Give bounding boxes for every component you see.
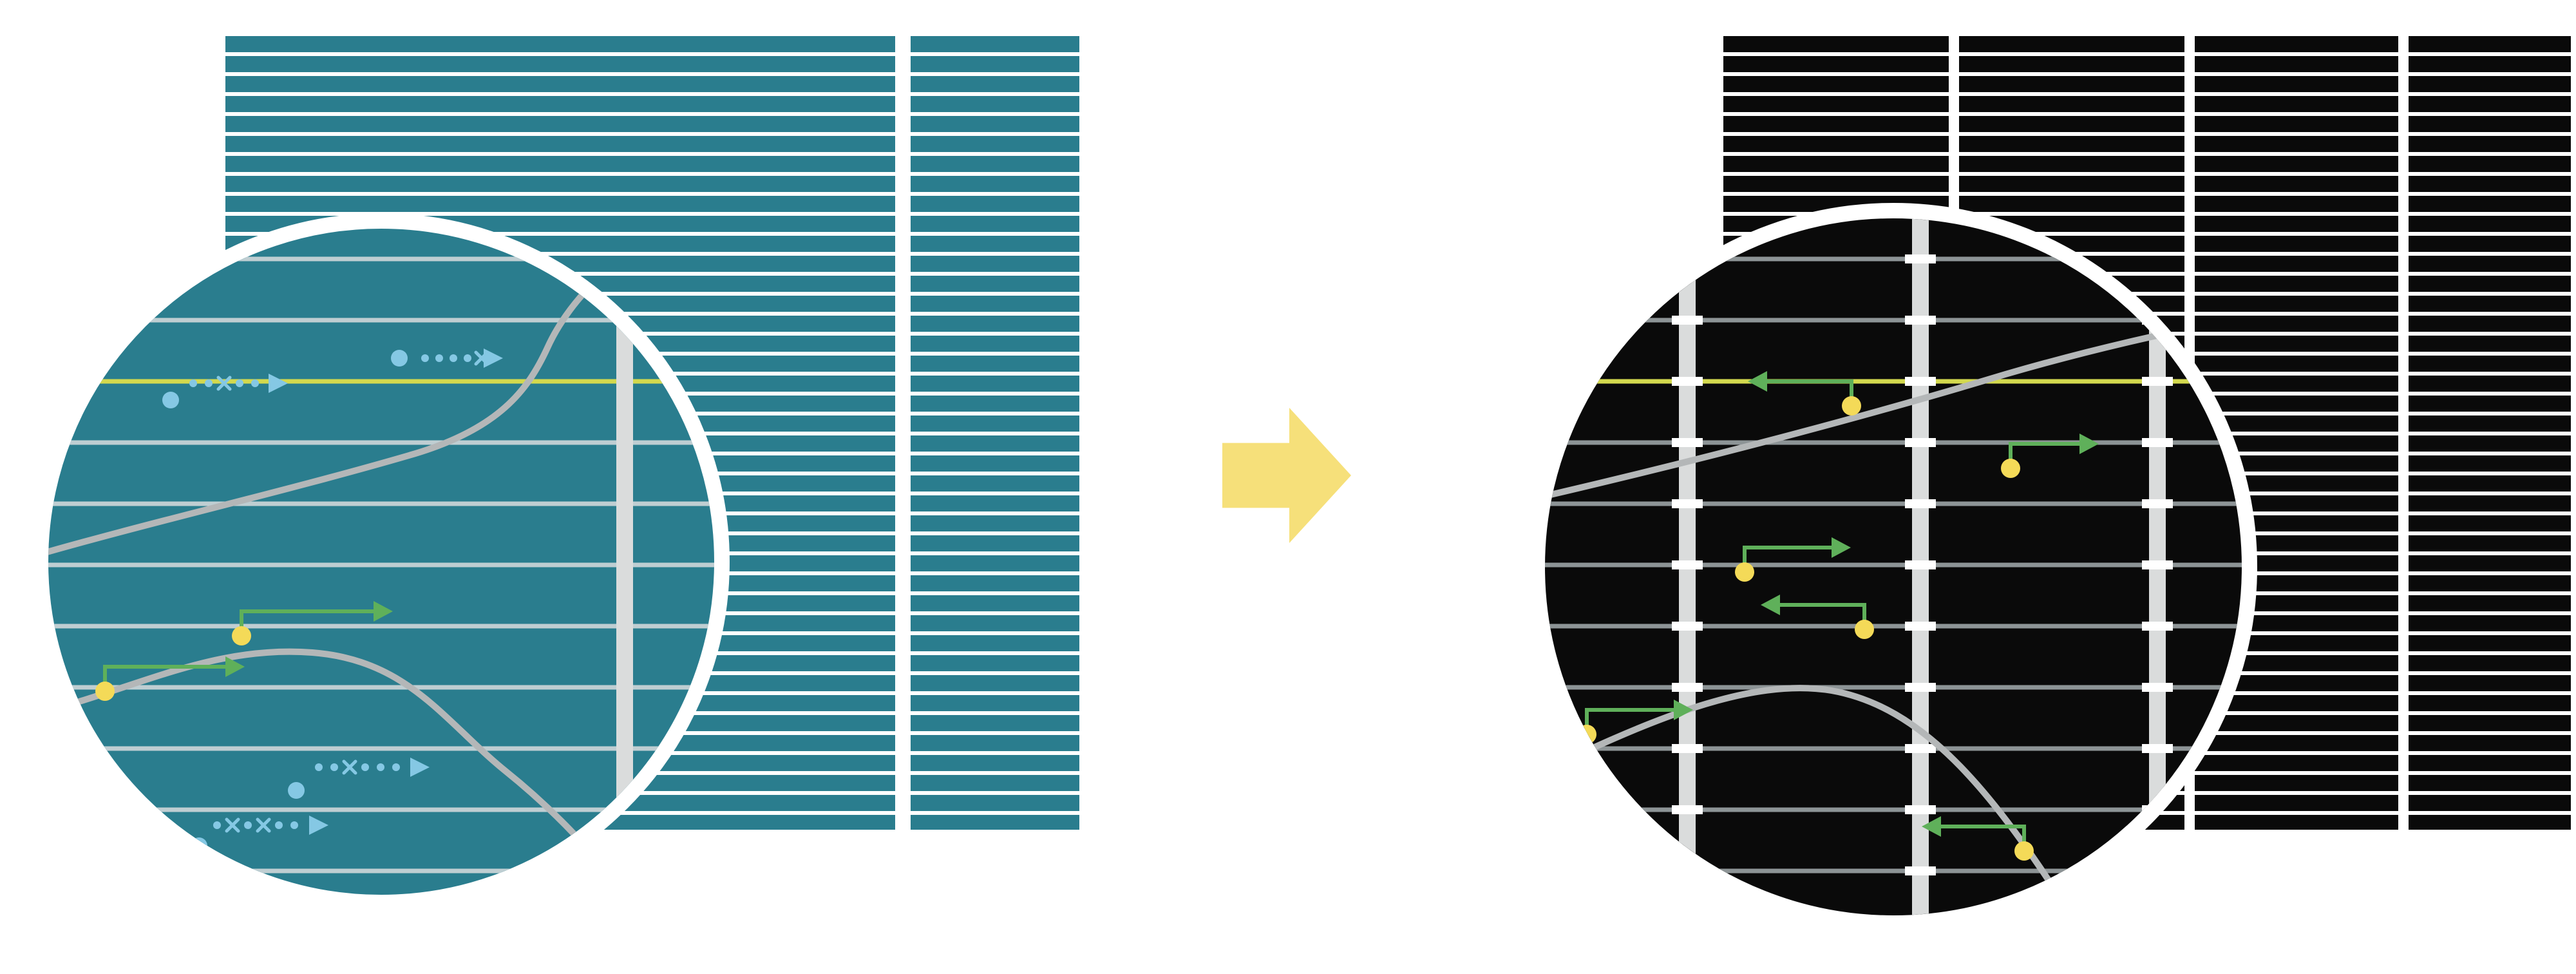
right-cell-segment-4 [2409, 36, 2571, 830]
left-cell-edge-segment [911, 36, 1079, 830]
transition-arrow-icon [1222, 408, 1351, 543]
left-lens-drawing [48, 229, 714, 895]
right-lens-drawing [1545, 218, 2242, 915]
left-magnifier-lens [33, 213, 730, 910]
right-magnifier-lens [1530, 203, 2257, 931]
